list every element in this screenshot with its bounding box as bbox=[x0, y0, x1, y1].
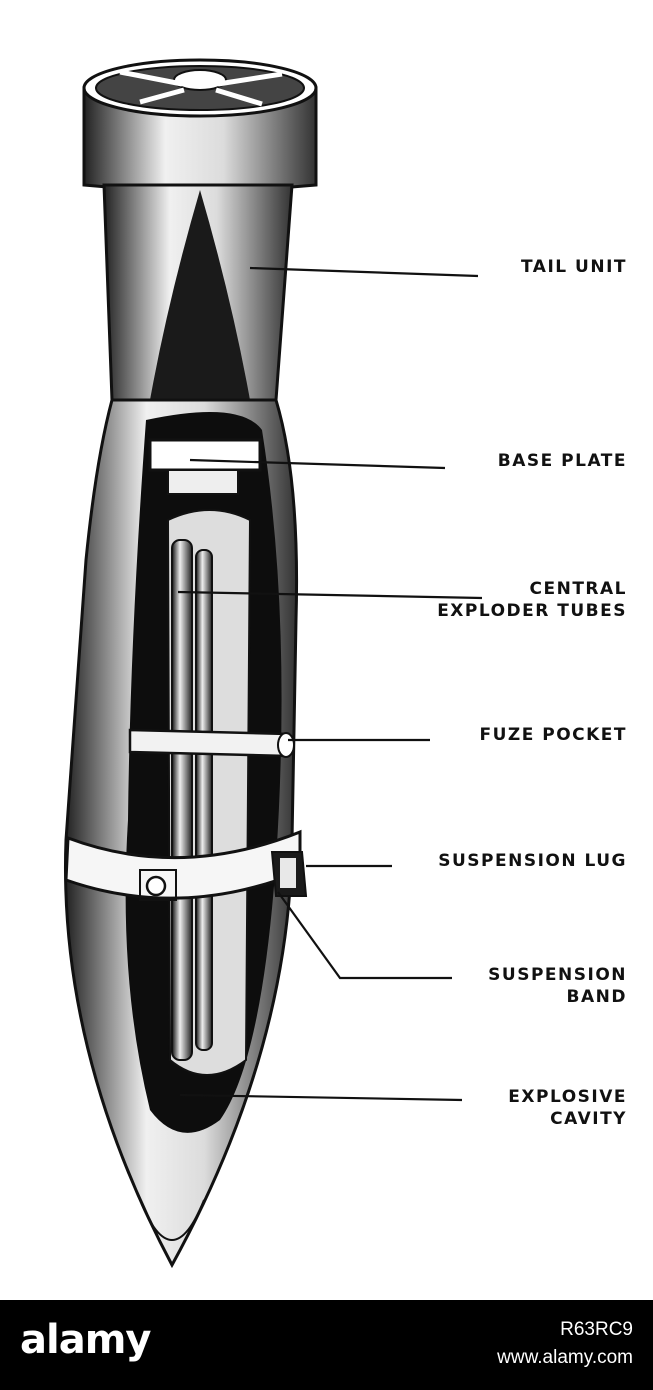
label-suspension-lug-text: SUSPENSION LUG bbox=[438, 851, 627, 871]
leader-suspension-band bbox=[277, 891, 452, 980]
label-explosive-cavity-line2: CAVITY bbox=[550, 1109, 627, 1129]
tail-fin-body bbox=[102, 183, 294, 402]
label-suspension-lug: SUSPENSION LUG bbox=[438, 850, 627, 872]
base-plate bbox=[148, 438, 262, 495]
suspension-lug bbox=[270, 851, 308, 897]
bomb-illustration bbox=[64, 58, 483, 1269]
site-url[interactable]: www.alamy.com bbox=[497, 1347, 633, 1368]
label-tail-unit-text: TAIL UNIT bbox=[521, 257, 627, 277]
leader-central-exploder-tubes bbox=[177, 590, 483, 600]
label-suspension-band-line1: SUSPENSION bbox=[488, 965, 627, 985]
central-exploder-tubes bbox=[171, 539, 213, 1061]
label-fuze-pocket: FUZE POCKET bbox=[479, 724, 627, 746]
label-explosive-cavity: EXPLOSIVE CAVITY bbox=[508, 1086, 627, 1130]
label-suspension-band: SUSPENSION BAND bbox=[488, 964, 627, 1008]
label-central-exploder-tubes: CENTRAL EXPLODER TUBES bbox=[437, 578, 627, 622]
label-fuze-pocket-text: FUZE POCKET bbox=[479, 725, 627, 745]
leader-explosive-cavity bbox=[179, 1093, 463, 1102]
bomb-cutaway-diagram: TAIL UNIT BASE PLATE CENTRAL EXPLODER TU… bbox=[64, 58, 627, 1269]
tail-ring bbox=[82, 58, 318, 192]
label-explosive-cavity-line1: EXPLOSIVE bbox=[508, 1087, 627, 1107]
fuze-pocket bbox=[128, 728, 295, 758]
label-central-exploder-tubes-line1: CENTRAL bbox=[529, 579, 627, 599]
leader-lines bbox=[177, 266, 483, 1102]
footer-bar: alamy R63RC9 www.alamy.com bbox=[0, 1300, 653, 1390]
leader-tail-unit bbox=[249, 266, 479, 278]
image-id: R63RC9 bbox=[560, 1319, 633, 1340]
nose-tip bbox=[139, 1199, 205, 1241]
alamy-logo[interactable]: alamy bbox=[20, 1317, 151, 1363]
label-central-exploder-tubes-line2: EXPLODER TUBES bbox=[437, 601, 627, 621]
label-base-plate-text: BASE PLATE bbox=[497, 451, 627, 471]
label-tail-unit: TAIL UNIT bbox=[521, 256, 627, 278]
label-suspension-band-line2: BAND bbox=[566, 987, 627, 1007]
leader-base-plate bbox=[189, 458, 446, 470]
label-base-plate: BASE PLATE bbox=[498, 450, 627, 472]
